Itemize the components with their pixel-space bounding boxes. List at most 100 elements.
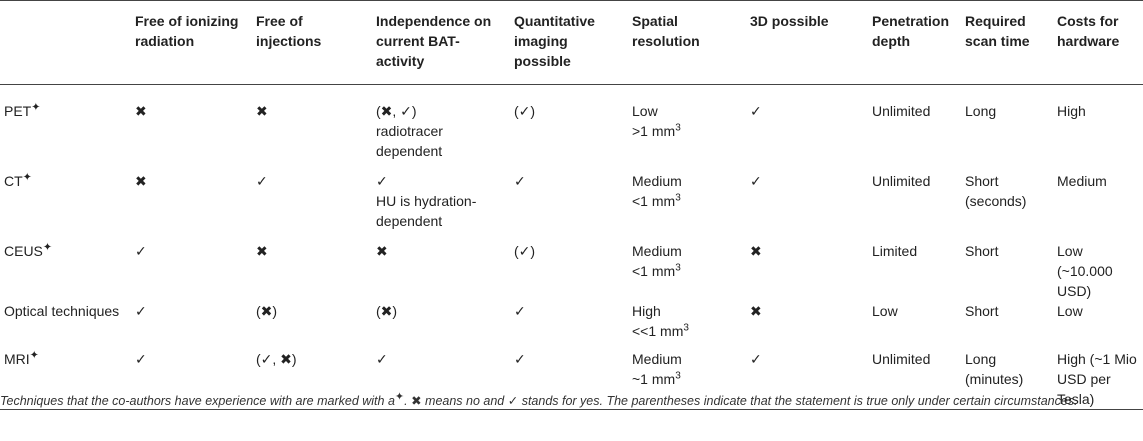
three-d-cell: ✓ bbox=[746, 349, 868, 410]
injections-cell: ✓ bbox=[252, 171, 372, 241]
ionizing-cell: ✓ bbox=[131, 349, 252, 410]
resolution-line: >1 mm3 bbox=[632, 122, 681, 139]
check-icon: ✓ bbox=[507, 394, 519, 408]
resolution-cell: Medium<1 mm3 bbox=[628, 171, 746, 241]
three-d-cell: ✓ bbox=[746, 171, 868, 241]
independence-cell-line: (✖) bbox=[376, 303, 398, 319]
independence-cell-line: (✖, ✓) bbox=[376, 103, 417, 119]
scan-time-cell: Short (seconds) bbox=[961, 171, 1053, 241]
costs-cell-line: Medium bbox=[1057, 173, 1107, 189]
costs-cell-line: High (~1 Mio bbox=[1057, 351, 1137, 367]
three-d-cell-value: ✓ bbox=[750, 351, 762, 367]
table-row: CT✦✖✓✓HU is hydration-dependent✓Medium<1… bbox=[0, 171, 1143, 241]
penetration-cell: Unlimited bbox=[868, 171, 961, 241]
ionizing-cell-value: ✓ bbox=[135, 243, 147, 259]
footnote-text-4: stands for yes. The parentheses indicate… bbox=[518, 394, 1078, 408]
resolution-cell: Medium <1 mm3 bbox=[628, 241, 746, 301]
scan-time-cell-line: (seconds) bbox=[965, 193, 1027, 209]
three-d-cell: ✓ bbox=[746, 85, 868, 172]
scan-time-cell: Long bbox=[961, 85, 1053, 172]
penetration-cell-value: Limited bbox=[872, 243, 918, 259]
quantitative-cell: ✓ bbox=[510, 301, 628, 349]
technique-name: PET bbox=[4, 103, 32, 119]
resolution-exponent: 3 bbox=[675, 370, 681, 382]
header-quantitative: Quantitative imaging possible bbox=[514, 13, 595, 69]
independence-cell: ✓ HU is hydration-dependent bbox=[372, 171, 510, 241]
costs-cell-line: Low bbox=[1057, 303, 1083, 319]
footnote-text-2: . bbox=[404, 394, 412, 408]
three-d-cell-value: ✓ bbox=[750, 103, 762, 119]
resolution-line: High bbox=[632, 303, 661, 319]
penetration-cell: Unlimited bbox=[868, 349, 961, 410]
ionizing-cell-value: ✓ bbox=[135, 303, 147, 319]
penetration-cell-value: Unlimited bbox=[872, 351, 931, 367]
penetration-cell: Limited bbox=[868, 241, 961, 301]
scan-time-cell-line: Long bbox=[965, 351, 997, 367]
injections-cell: (✖) bbox=[252, 301, 372, 349]
scan-time-cell-line: Long bbox=[965, 103, 997, 119]
costs-cell-line: USD) bbox=[1057, 283, 1092, 299]
resolution-line: <1 mm3 bbox=[632, 262, 681, 279]
injections-cell: (✓, ✖) bbox=[252, 349, 372, 410]
scan-time-cell-line: Short bbox=[965, 173, 999, 189]
resolution-line: Medium bbox=[632, 243, 682, 259]
costs-cell-line: Low (~10.000 bbox=[1057, 243, 1113, 279]
resolution-exponent: 3 bbox=[675, 192, 681, 204]
injections-cell-value: ✓ bbox=[256, 173, 268, 189]
header-technique bbox=[0, 1, 131, 85]
quantitative-cell-value: (✓) bbox=[514, 243, 536, 259]
resolution-line: Low bbox=[632, 103, 658, 119]
header-injections: Free of injections bbox=[256, 13, 322, 49]
quantitative-cell-value: ✓ bbox=[514, 303, 526, 319]
footnote-text-1: Techniques that the co-authors have expe… bbox=[0, 394, 395, 408]
independence-cell: ✓ bbox=[372, 349, 510, 410]
injections-cell-value: ✖ bbox=[256, 243, 268, 259]
costs-cell: Medium bbox=[1053, 171, 1143, 241]
ionizing-cell: ✖ bbox=[131, 171, 252, 241]
independence-cell-line: ✖ bbox=[376, 243, 388, 259]
injections-cell-value: ✖ bbox=[256, 103, 268, 119]
header-row: Free of ionizing radiation Free of injec… bbox=[0, 0, 1143, 85]
resolution-exponent: 3 bbox=[675, 122, 681, 134]
cross-icon: ✖ bbox=[411, 394, 422, 408]
technique-cell: CT✦ bbox=[0, 171, 131, 241]
scan-time-cell-line: (minutes) bbox=[965, 371, 1024, 387]
injections-cell-value: (✓, ✖) bbox=[256, 351, 297, 367]
resolution-cell: High <<1 mm3 bbox=[628, 301, 746, 349]
independence-cell-line: ✓ bbox=[376, 173, 388, 189]
costs-cell: Low bbox=[1053, 301, 1143, 349]
header-scan-time: Required scan time bbox=[965, 13, 1030, 49]
technique-cell: PET✦ bbox=[0, 85, 131, 172]
independence-cell-line: HU is hydration- bbox=[376, 193, 477, 209]
quantitative-cell-value: ✓ bbox=[514, 351, 526, 367]
comparison-table: Free of ionizing radiation Free of injec… bbox=[0, 0, 1143, 410]
independence-cell-line: dependent bbox=[376, 213, 443, 229]
technique-name: CT bbox=[4, 173, 23, 189]
quantitative-cell: ✓ bbox=[510, 349, 628, 410]
technique-name: Optical techniques bbox=[4, 303, 120, 319]
quantitative-cell-value: (✓) bbox=[514, 103, 536, 119]
star-icon: ✦ bbox=[31, 101, 41, 114]
scan-time-cell: Short bbox=[961, 301, 1053, 349]
penetration-cell: Low bbox=[868, 301, 961, 349]
header-ionizing: Free of ionizing radiation bbox=[135, 13, 239, 49]
penetration-cell-value: Low bbox=[872, 303, 898, 319]
resolution-line: <<1 mm3 bbox=[632, 322, 689, 339]
resolution-line: Medium bbox=[632, 173, 682, 189]
injections-cell: ✖ bbox=[252, 85, 372, 172]
scan-time-cell-line: Short bbox=[965, 303, 999, 319]
resolution-line: Medium bbox=[632, 351, 682, 367]
technique-name: CEUS bbox=[4, 243, 43, 259]
scan-time-cell-line: Short bbox=[965, 243, 999, 259]
quantitative-cell: (✓) bbox=[510, 85, 628, 172]
resolution-exponent: 3 bbox=[683, 322, 689, 334]
three-d-cell-value: ✖ bbox=[750, 243, 762, 259]
quantitative-cell-value: ✓ bbox=[514, 173, 526, 189]
costs-cell: High bbox=[1053, 85, 1143, 172]
table-row: Optical techniques✓(✖)(✖)✓High<<1 mm3✖Lo… bbox=[0, 301, 1143, 349]
